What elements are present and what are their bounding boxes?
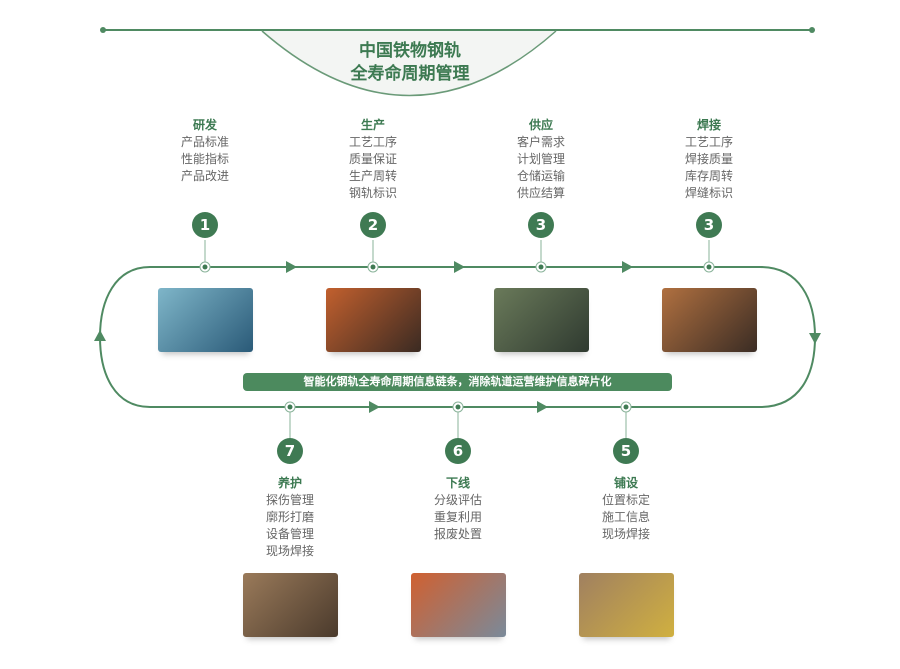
stage-number-badge: 5 bbox=[613, 438, 639, 464]
stage-heading: 下线 bbox=[445, 476, 470, 490]
stage-heading: 研发 bbox=[192, 118, 217, 132]
loop-path bbox=[98, 266, 817, 408]
stage-heading: 生产 bbox=[360, 118, 385, 132]
stage-text: 下线分级评估重复利用报废处置 bbox=[398, 475, 518, 543]
stage-item: 报废处置 bbox=[433, 527, 482, 541]
stage-item: 工艺工序 bbox=[348, 135, 397, 149]
stage-item: 质量保证 bbox=[348, 152, 397, 166]
stage-item: 施工信息 bbox=[601, 510, 650, 524]
stage-item: 焊接质量 bbox=[684, 152, 733, 166]
arrow-icons bbox=[94, 261, 821, 413]
stage-photo bbox=[494, 288, 589, 352]
stage-item: 焊缝标识 bbox=[684, 186, 733, 200]
stage-item: 产品标准 bbox=[180, 135, 229, 149]
stage-number-badge: 2 bbox=[360, 212, 386, 238]
stage-item: 廓形打磨 bbox=[265, 510, 314, 524]
stage-number-badge: 7 bbox=[277, 438, 303, 464]
stage-item: 位置标定 bbox=[601, 493, 650, 507]
stage-item: 钢轨标识 bbox=[348, 186, 397, 200]
stage-number-badge: 3 bbox=[528, 212, 554, 238]
stage-text: 供应客户需求计划管理仓储运输供应结算 bbox=[481, 117, 601, 202]
stage-text: 铺设位置标定施工信息现场焊接 bbox=[566, 475, 686, 543]
stage-item: 客户需求 bbox=[516, 135, 565, 149]
stage-photo bbox=[411, 573, 506, 637]
stage-item: 设备管理 bbox=[265, 527, 314, 541]
stage-text: 焊接工艺工序焊接质量库存周转焊缝标识 bbox=[649, 117, 769, 202]
summary-banner: 智能化钢轨全寿命周期信息链条，消除轨道运营维护信息碎片化 bbox=[243, 373, 672, 391]
stage-photo bbox=[662, 288, 757, 352]
stage-item: 重复利用 bbox=[433, 510, 482, 524]
stage-number-badge: 3 bbox=[696, 212, 722, 238]
stage-heading: 铺设 bbox=[613, 476, 638, 490]
stage-heading: 焊接 bbox=[696, 118, 721, 132]
stage-item: 产品改进 bbox=[180, 169, 229, 183]
title-line2: 全寿命周期管理 bbox=[350, 64, 470, 84]
stage-item: 现场焊接 bbox=[265, 544, 314, 558]
stage-text: 养护探伤管理廓形打磨设备管理现场焊接 bbox=[230, 475, 350, 560]
stage-item: 供应结算 bbox=[516, 186, 565, 200]
stage-item: 仓储运输 bbox=[516, 169, 565, 183]
stage-item: 工艺工序 bbox=[684, 135, 733, 149]
page-title: 中国铁物钢轨全寿命周期管理 bbox=[300, 40, 520, 86]
stage-item: 库存周转 bbox=[684, 169, 733, 183]
stage-heading: 供应 bbox=[528, 118, 553, 132]
stage-photo bbox=[158, 288, 253, 352]
stage-item: 计划管理 bbox=[516, 152, 565, 166]
stage-item: 现场焊接 bbox=[601, 527, 650, 541]
stage-number-badge: 1 bbox=[192, 212, 218, 238]
stage-heading: 养护 bbox=[277, 476, 302, 490]
stage-photo bbox=[326, 288, 421, 352]
stage-photo bbox=[243, 573, 338, 637]
stage-item: 分级评估 bbox=[433, 493, 482, 507]
stage-number-badge: 6 bbox=[445, 438, 471, 464]
stage-text: 生产工艺工序质量保证生产周转钢轨标识 bbox=[313, 117, 433, 202]
title-arc bbox=[261, 30, 557, 97]
title-line1: 中国铁物钢轨 bbox=[359, 41, 461, 61]
stage-item: 性能指标 bbox=[180, 152, 229, 166]
stage-item: 探伤管理 bbox=[265, 493, 314, 507]
stage-item: 生产周转 bbox=[348, 169, 397, 183]
stage-text: 研发产品标准性能指标产品改进 bbox=[145, 117, 265, 185]
stage-photo bbox=[579, 573, 674, 637]
